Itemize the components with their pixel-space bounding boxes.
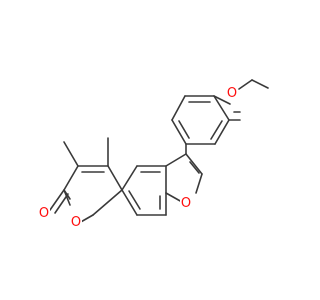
oxygen-label: O <box>227 86 237 101</box>
bond <box>214 119 230 145</box>
bond <box>195 173 203 194</box>
bond-double <box>54 193 69 214</box>
bond <box>165 192 183 203</box>
bond-double-inner <box>189 161 200 174</box>
bond <box>165 153 187 167</box>
bond-double-inner <box>128 190 141 210</box>
bond <box>107 165 123 191</box>
oxygen-label: O <box>39 206 49 221</box>
bond <box>92 189 123 216</box>
oxygen-label: O <box>181 196 191 211</box>
methyl-groups <box>63 137 109 167</box>
bond <box>171 95 186 121</box>
bond <box>171 119 187 145</box>
structure-canvas: O O O O <box>38 79 269 230</box>
bond <box>49 189 65 211</box>
bond-double-inner <box>178 120 190 139</box>
molecule-structure: O O O O <box>38 79 269 230</box>
atom-furan-oxygen: O <box>180 195 192 211</box>
bond <box>213 95 231 105</box>
bond <box>63 141 79 167</box>
oxygen-label: O <box>71 215 81 230</box>
atom-methoxy-oxygen: O <box>226 85 238 101</box>
bond <box>213 95 230 121</box>
atom-ring-oxygen: O <box>70 214 82 230</box>
methoxyphenyl-ring <box>171 95 230 145</box>
bond-double-inner <box>210 120 223 140</box>
bond <box>121 165 138 191</box>
pyranone-ring <box>49 165 123 224</box>
bond <box>185 153 203 175</box>
bond <box>121 189 138 216</box>
atom-carbonyl-oxygen: O <box>38 205 50 221</box>
furan-ring <box>165 153 203 203</box>
bond <box>238 79 253 90</box>
bond <box>251 79 269 89</box>
central-benzene-ring <box>121 165 167 216</box>
bond <box>63 165 79 191</box>
methoxy-group <box>213 79 269 121</box>
